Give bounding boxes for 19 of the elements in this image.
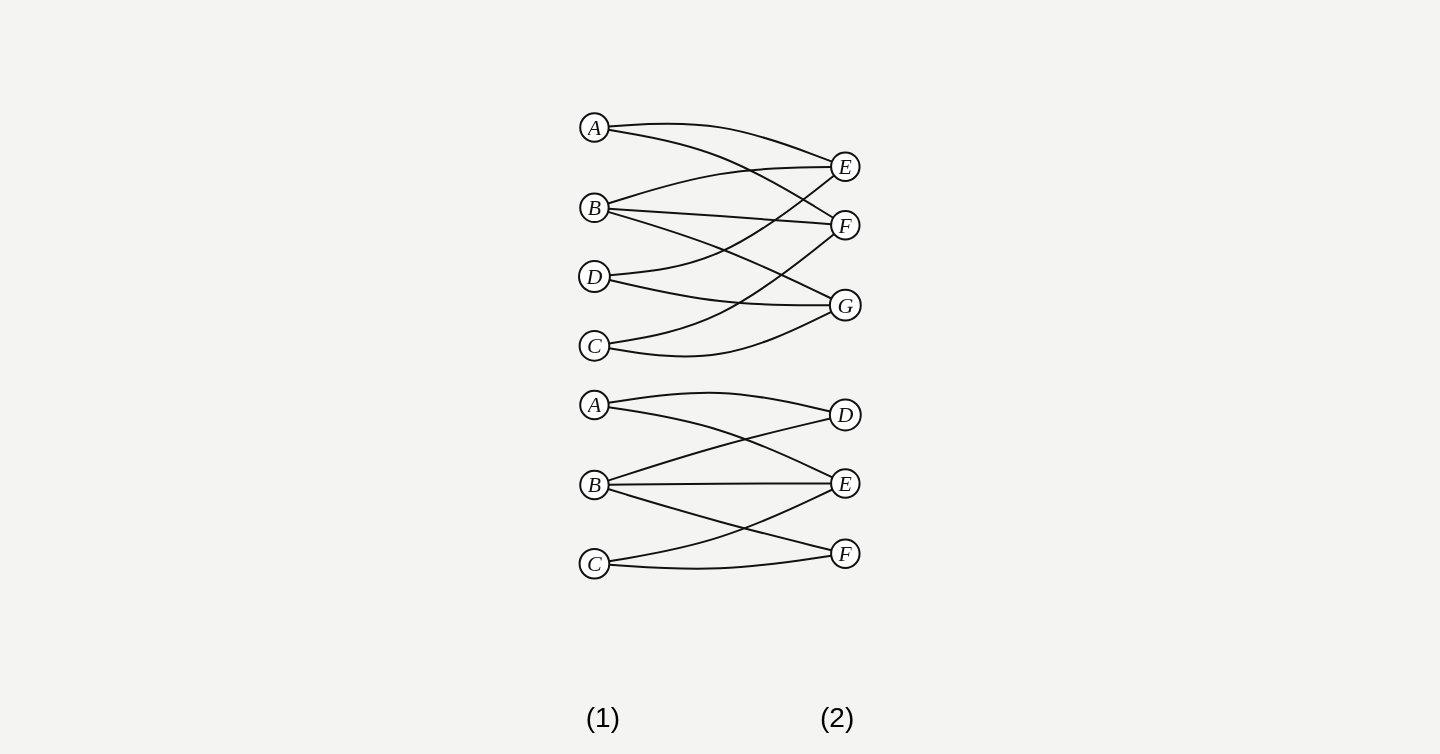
caption-label: (2) xyxy=(820,702,855,734)
node-circle: C xyxy=(578,330,611,363)
node-circle: F xyxy=(830,538,861,570)
node-circle: D xyxy=(829,398,862,432)
connector xyxy=(607,211,833,300)
connector xyxy=(607,488,833,552)
node-circle: B xyxy=(579,470,610,501)
node-circle: B xyxy=(579,192,610,224)
node-circle: E xyxy=(830,468,861,500)
node-circle: C xyxy=(578,548,611,580)
connector xyxy=(608,174,836,277)
connector xyxy=(608,279,831,307)
connector xyxy=(607,129,835,220)
node-circle: F xyxy=(830,210,861,241)
node-circle: E xyxy=(830,151,861,183)
connector xyxy=(608,488,834,563)
node-circle: G xyxy=(829,289,862,322)
caption-label: (1) xyxy=(585,702,620,734)
node-circle: D xyxy=(578,260,611,294)
